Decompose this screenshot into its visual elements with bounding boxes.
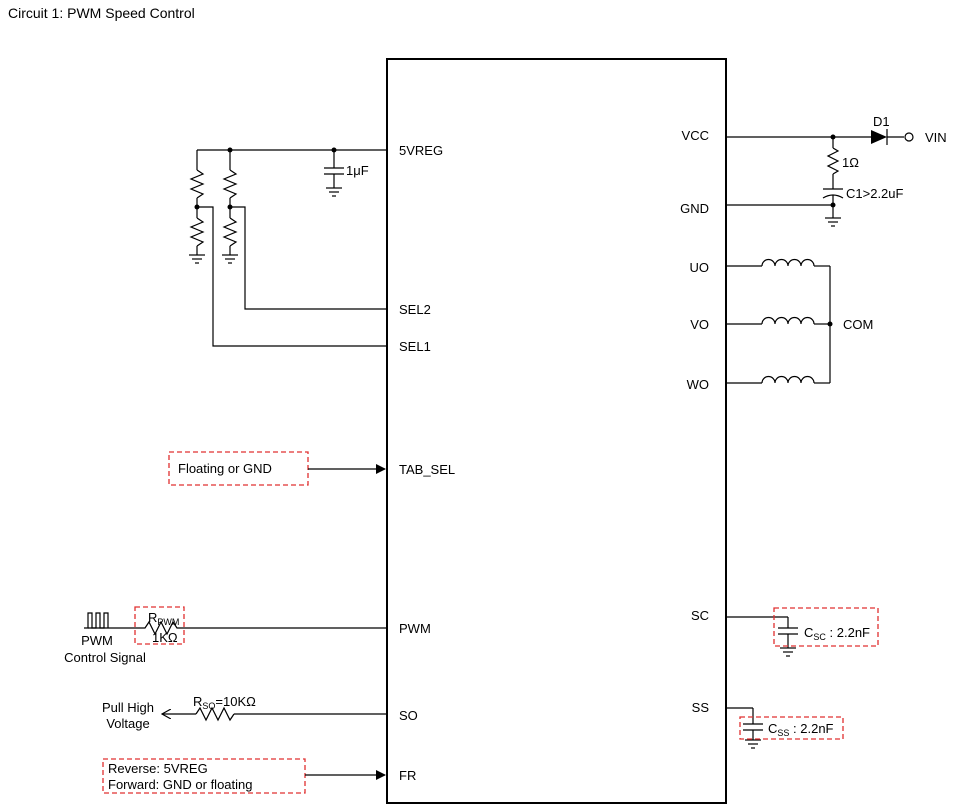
r-so-label: RSO=10KΩ xyxy=(193,694,256,711)
pin-ss: SS xyxy=(692,700,710,715)
vcc-network: D1 VIN 1Ω C1>2.2uF xyxy=(726,114,947,227)
pull-high-label: Pull High xyxy=(102,700,154,715)
ic-body xyxy=(386,58,727,804)
pin-sc: SC xyxy=(691,608,709,623)
fr-note-forward: Forward: GND or floating xyxy=(108,777,253,792)
tab-sel-note: Floating or GND xyxy=(168,451,386,486)
pin-pwm: PWM xyxy=(399,621,431,636)
diagram-title: Circuit 1: PWM Speed Control xyxy=(8,5,195,21)
pin-5vreg: 5VREG xyxy=(399,143,443,158)
r-pwm-symbol: RPWM xyxy=(148,610,179,627)
cap-5vreg-label: 1μF xyxy=(346,163,369,178)
vreg-network: 1μF xyxy=(189,147,387,347)
pin-tab-sel: TAB_SEL xyxy=(399,462,455,477)
pin-sel2: SEL2 xyxy=(399,302,431,317)
pwm-source-label: PWM xyxy=(81,633,113,648)
pin-wo: WO xyxy=(687,377,709,392)
pin-vcc: VCC xyxy=(682,128,709,143)
pin-so: SO xyxy=(399,708,418,723)
fr-note: Reverse: 5VREG Forward: GND or floating xyxy=(102,758,386,794)
res-vcc-label: 1Ω xyxy=(842,155,859,170)
so-output: RSO=10KΩ Pull High Voltage xyxy=(102,694,387,731)
diode-label: D1 xyxy=(873,114,890,129)
fr-note-reverse: Reverse: 5VREG xyxy=(108,761,208,776)
r-pwm-value: 1KΩ xyxy=(152,630,178,645)
ss-capacitor: CSS : 2.2nF xyxy=(726,707,844,749)
pin-gnd: GND xyxy=(680,201,709,216)
pin-vo: VO xyxy=(690,317,709,332)
cap-vcc-label: C1>2.2uF xyxy=(846,186,904,201)
pwm-input: PWM Control Signal RPWM 1KΩ xyxy=(64,606,387,665)
vin-label: VIN xyxy=(925,130,947,145)
pull-high-voltage-label: Voltage xyxy=(106,716,149,731)
c-ss-label: CSS : 2.2nF xyxy=(768,721,834,738)
com-label: COM xyxy=(843,317,873,332)
pin-sel1: SEL1 xyxy=(399,339,431,354)
pwm-control-signal-label: Control Signal xyxy=(64,650,146,665)
pin-fr: FR xyxy=(399,768,416,783)
pin-uo: UO xyxy=(690,260,710,275)
tab-sel-note-text: Floating or GND xyxy=(178,461,272,476)
sc-capacitor: CSC : 2.2nF xyxy=(726,607,879,657)
motor-coils: COM xyxy=(726,258,873,384)
c-sc-label: CSC : 2.2nF xyxy=(804,625,870,642)
